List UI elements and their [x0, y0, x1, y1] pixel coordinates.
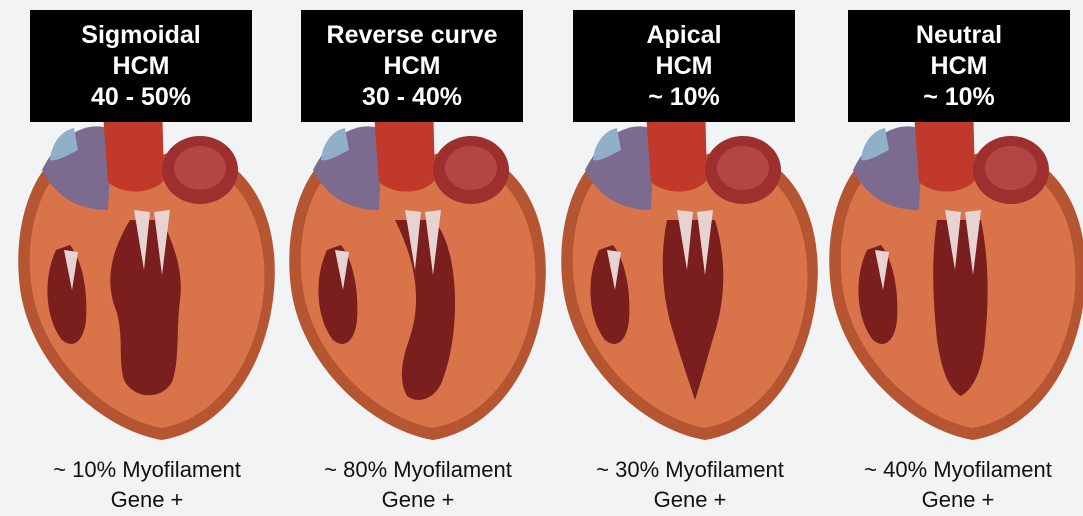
label-box-apical: Apical HCM ~ 10% — [573, 10, 795, 122]
gene-positive-label: Gene + — [555, 485, 825, 515]
panel-reverse-curve: Reverse curve HCM 30 - 40% ~ 80% Myofila… — [283, 0, 553, 516]
gene-positive-label: Gene + — [283, 485, 553, 515]
gene-positive-label: Gene + — [12, 485, 282, 515]
heart-illustration-reverse-curve — [283, 100, 553, 445]
label-box-neutral: Neutral HCM ~ 10% — [848, 10, 1070, 122]
morphology-prevalence: ~ 10% — [648, 82, 720, 113]
label-box-reverse-curve: Reverse curve HCM 30 - 40% — [301, 10, 523, 122]
myofilament-gene-percentage: ~ 10% Myofilament — [12, 455, 282, 485]
morphology-title: Neutral — [916, 20, 1002, 51]
myofilament-gene-percentage: ~ 80% Myofilament — [283, 455, 553, 485]
morphology-title: Apical — [646, 20, 721, 51]
caption-neutral: ~ 40% Myofilament Gene + — [823, 455, 1083, 515]
morphology-subtitle: HCM — [931, 51, 988, 82]
morphology-title: Sigmoidal — [81, 20, 200, 51]
caption-apical: ~ 30% Myofilament Gene + — [555, 455, 825, 515]
myofilament-gene-percentage: ~ 40% Myofilament — [823, 455, 1083, 485]
panel-neutral: Neutral HCM ~ 10% ~ 40% Myofilament Gene… — [808, 0, 1078, 516]
caption-reverse-curve: ~ 80% Myofilament Gene + — [283, 455, 553, 515]
caption-sigmoidal: ~ 10% Myofilament Gene + — [12, 455, 282, 515]
gene-positive-label: Gene + — [823, 485, 1083, 515]
heart-illustration-neutral — [823, 100, 1083, 445]
panel-sigmoidal: Sigmoidal HCM 40 - 50% ~ 10% Myofilament… — [12, 0, 282, 516]
left-atrium-inner — [985, 146, 1037, 190]
morphology-prevalence: 30 - 40% — [362, 82, 462, 113]
myofilament-gene-percentage: ~ 30% Myofilament — [555, 455, 825, 485]
panel-apical: Apical HCM ~ 10% ~ 30% Myofilament Gene … — [555, 0, 825, 516]
heart-illustration-sigmoidal — [12, 100, 282, 445]
morphology-prevalence: ~ 10% — [923, 82, 995, 113]
morphology-title: Reverse curve — [327, 20, 498, 51]
morphology-subtitle: HCM — [656, 51, 713, 82]
left-atrium-inner — [717, 146, 769, 190]
heart-illustration-apical — [555, 100, 825, 445]
left-atrium-inner — [445, 146, 497, 190]
morphology-prevalence: 40 - 50% — [91, 82, 191, 113]
label-box-sigmoidal: Sigmoidal HCM 40 - 50% — [30, 10, 252, 122]
left-atrium-inner — [174, 146, 226, 190]
morphology-subtitle: HCM — [113, 51, 170, 82]
morphology-subtitle: HCM — [384, 51, 441, 82]
